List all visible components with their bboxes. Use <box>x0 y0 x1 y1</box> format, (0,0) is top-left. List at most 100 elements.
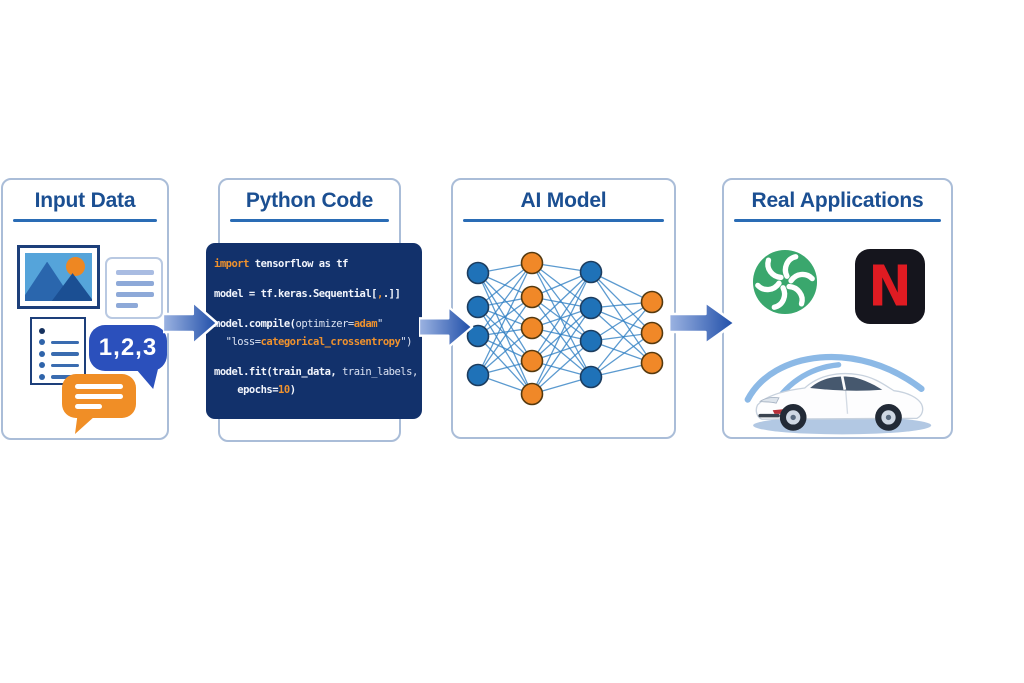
document-text-line <box>116 303 138 308</box>
code-token: model.fit(train_data, <box>214 366 337 378</box>
nn-node-orange <box>640 351 664 375</box>
nn-node-orange <box>520 349 544 373</box>
chat-text-line <box>75 404 102 409</box>
nn-connection <box>477 335 533 395</box>
nn-connection <box>531 327 592 378</box>
nn-connection <box>590 301 653 342</box>
nn-connection <box>590 301 653 378</box>
nn-node-orange <box>520 316 544 340</box>
code-token: optimizer= <box>295 318 355 330</box>
nn-node-orange <box>520 251 544 275</box>
title-underline <box>13 219 157 222</box>
checklist-row <box>39 337 84 349</box>
bullet-dot <box>39 339 45 346</box>
nn-connection <box>590 271 653 334</box>
nn-connection <box>531 262 592 309</box>
checklist-row <box>39 371 84 383</box>
sun-shape <box>65 257 85 277</box>
checklist-line <box>51 340 79 344</box>
python-code-title: Python Code <box>245 189 374 212</box>
code-line <box>214 273 422 285</box>
nn-connection <box>477 262 533 337</box>
code-token: " <box>377 318 383 330</box>
photo-icon <box>17 245 100 309</box>
code-token: categorical_crossentropy <box>260 336 401 348</box>
real-applications-title: Real Applications <box>751 189 924 212</box>
ai-model-title: AI Model <box>520 189 607 212</box>
code-token: model = tf.keras.Sequential[ <box>214 288 378 300</box>
bullet-dot <box>39 362 45 369</box>
checklist-row <box>39 360 84 372</box>
nn-connection <box>477 306 533 395</box>
nn-connection <box>477 306 533 362</box>
chat-bubble-tail <box>75 416 95 434</box>
title-underline <box>230 219 389 222</box>
car-wheels <box>779 404 902 431</box>
nn-node-blue <box>466 295 490 319</box>
code-token: epochs= <box>214 384 279 396</box>
nn-node-blue <box>579 329 603 353</box>
nn-node-blue <box>466 261 490 285</box>
nn-connection <box>477 327 533 376</box>
nn-connection <box>590 271 653 364</box>
code-token: ) <box>289 384 296 396</box>
code-token: model.compile( <box>214 318 296 330</box>
nn-connection <box>531 307 592 362</box>
code-token: "loss= <box>214 336 261 348</box>
nn-connection <box>531 307 592 395</box>
nn-node-blue <box>466 363 490 387</box>
code-line: "loss=categorical_crossentropy") <box>214 333 422 351</box>
input-data-title: Input Data <box>34 189 136 212</box>
checklist-row <box>39 348 84 360</box>
self-driving-car-illustration <box>744 353 932 435</box>
nn-connection <box>531 262 592 378</box>
panel-real-applications: Real Applications N <box>722 178 953 439</box>
nn-connection <box>477 296 533 376</box>
document-text-line <box>116 270 154 275</box>
netflix-logo: N <box>855 249 925 324</box>
code-line: epochs=10) <box>214 381 422 399</box>
nn-connection <box>590 332 653 378</box>
nn-node-blue <box>466 324 490 348</box>
code-line <box>214 351 422 363</box>
nn-connection <box>590 271 653 303</box>
nn-connection <box>531 271 592 329</box>
document-text-line <box>116 281 154 286</box>
checklist-line <box>51 375 79 379</box>
nn-connection <box>531 271 592 395</box>
nn-connection <box>531 271 592 362</box>
code-token: adam <box>353 318 378 330</box>
code-line: model = tf.keras.Sequential[,.]] <box>214 285 422 303</box>
photo-thumbnail <box>25 253 92 301</box>
flow-arrow-icon <box>163 300 219 346</box>
flow-arrow-icon <box>419 305 474 349</box>
checklist-line <box>51 352 79 356</box>
title-underline <box>734 219 941 222</box>
code-token: 10 <box>278 384 290 396</box>
code-line: import tensorflow as tf <box>214 255 422 273</box>
swirl-icon <box>755 254 815 310</box>
bullet-dot <box>39 373 45 380</box>
chat-text-line <box>75 394 123 399</box>
code-token: import <box>214 258 249 270</box>
nn-connection <box>531 296 592 378</box>
checklist-icon <box>30 317 86 385</box>
panel-input-data: Input Data 1,2,3 <box>1 178 169 440</box>
nn-connection <box>477 262 533 308</box>
checklist-line <box>51 363 79 367</box>
nn-node-blue <box>579 296 603 320</box>
code-token: .]] <box>382 288 401 300</box>
document-text-line <box>116 292 154 297</box>
logo-circle <box>752 249 818 315</box>
nn-connection <box>531 340 592 395</box>
title-underline <box>463 219 664 222</box>
code-line <box>214 303 422 315</box>
code-block: import tensorflow as tf model = tf.keras.… <box>206 243 422 419</box>
nn-node-orange <box>640 290 664 314</box>
document-icon <box>105 257 163 319</box>
flow-arrow-icon <box>669 300 737 346</box>
neural-network-diagram <box>466 251 664 406</box>
checklist-row <box>39 325 84 337</box>
speech-bubble-tail <box>136 369 158 389</box>
numbers-bubble-text: 1,2,3 <box>98 334 158 361</box>
